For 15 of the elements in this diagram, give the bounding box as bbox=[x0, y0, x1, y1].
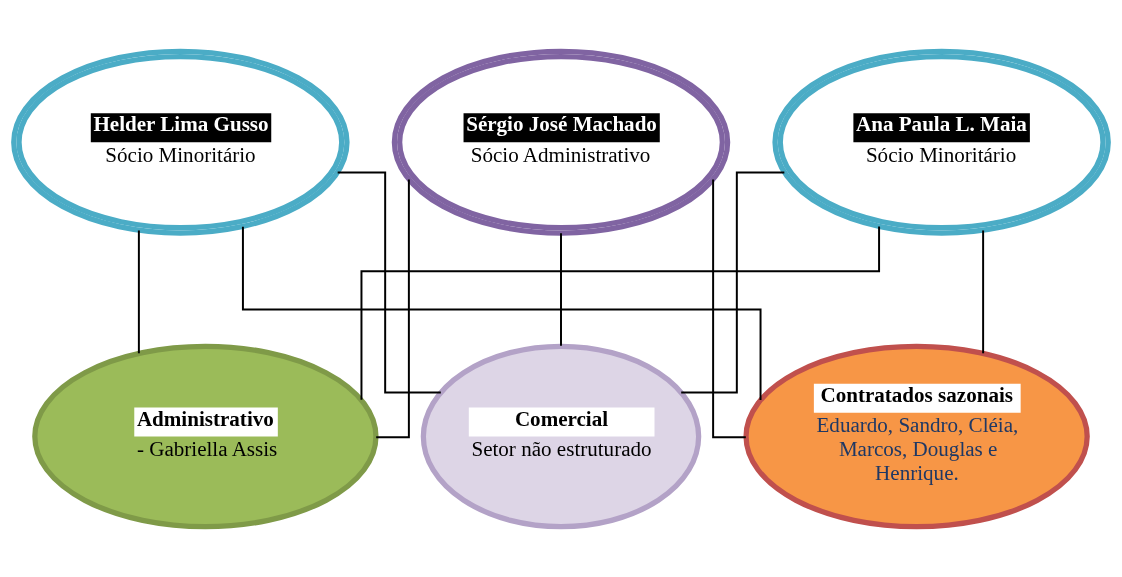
connector bbox=[680, 170, 786, 393]
node-ellipse: Administrativo - Gabriella Assis bbox=[32, 343, 379, 529]
connector bbox=[982, 229, 985, 354]
node-ellipse: Ana Paula L. Maia Sócio Minoritário bbox=[772, 48, 1111, 236]
connector bbox=[375, 178, 410, 438]
connector bbox=[360, 224, 881, 401]
connector bbox=[560, 231, 562, 347]
node-ellipse: Comercial Setor não estruturado bbox=[420, 343, 702, 529]
node-ellipse: Contratados sazonais Eduardo, Sandro, Cléia, Marcos, Douglas e Henrique. bbox=[743, 343, 1090, 529]
node-ellipse: Sérgio José Machado Sócio Administrativo bbox=[391, 48, 731, 236]
connector bbox=[712, 178, 747, 438]
node-ellipse: Helder Lima Gusso Sócio Minoritário bbox=[11, 48, 350, 236]
connector bbox=[137, 229, 140, 354]
connector bbox=[336, 170, 442, 393]
connector bbox=[241, 225, 762, 401]
